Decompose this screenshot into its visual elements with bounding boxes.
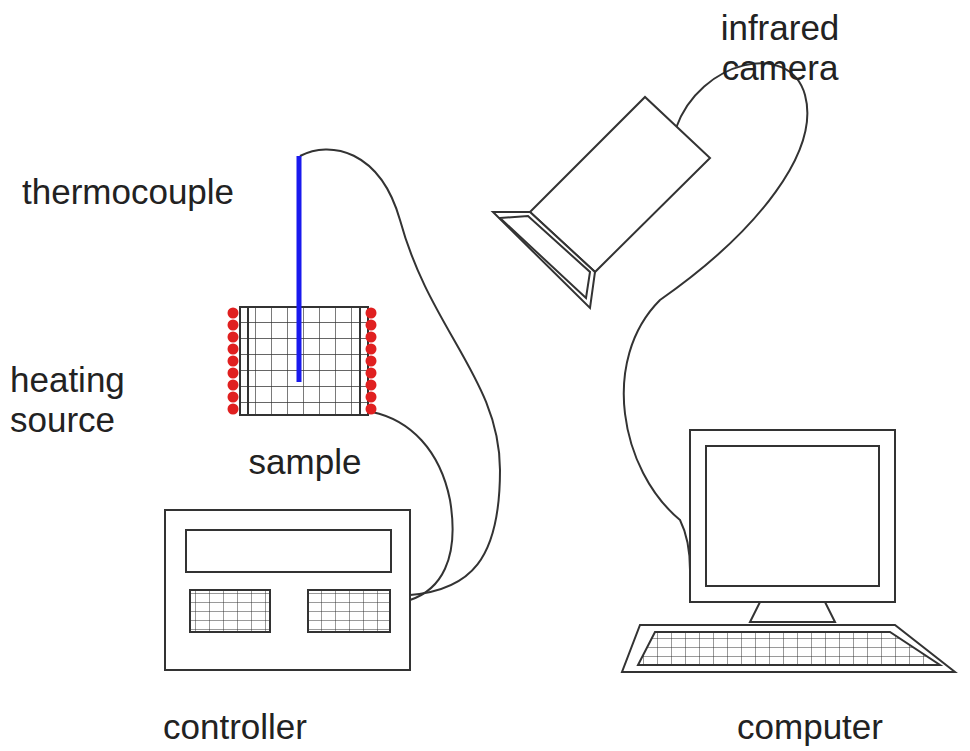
computer-unit <box>622 430 955 672</box>
heating-dot <box>366 344 377 355</box>
heating-dot <box>366 404 377 415</box>
heating-dot <box>366 320 377 331</box>
heating-dot <box>228 356 239 367</box>
heating-dot <box>228 392 239 403</box>
heating-elements <box>228 308 377 415</box>
heating-dot <box>366 356 377 367</box>
controller-label: controller <box>115 707 355 747</box>
heating-dot <box>366 392 377 403</box>
sample-label: sample <box>220 442 390 482</box>
controller-unit <box>165 510 410 670</box>
sample-grid <box>240 307 368 415</box>
heating-dot <box>366 308 377 319</box>
heating-dot <box>228 368 239 379</box>
heating-dot <box>228 404 239 415</box>
heater-label: heating source <box>10 360 185 440</box>
heating-dot <box>366 332 377 343</box>
heating-dot <box>228 332 239 343</box>
computer-label: computer <box>690 707 930 747</box>
heating-dot <box>228 308 239 319</box>
heating-dot <box>228 344 239 355</box>
thermocouple-probe <box>297 156 302 382</box>
heating-dot <box>366 368 377 379</box>
thermocouple-label: thermocouple <box>22 172 282 212</box>
heating-dot <box>366 380 377 391</box>
camera-label: infrared camera <box>685 8 875 88</box>
infrared-camera <box>493 97 710 308</box>
heating-dot <box>228 320 239 331</box>
heating-dot <box>228 380 239 391</box>
